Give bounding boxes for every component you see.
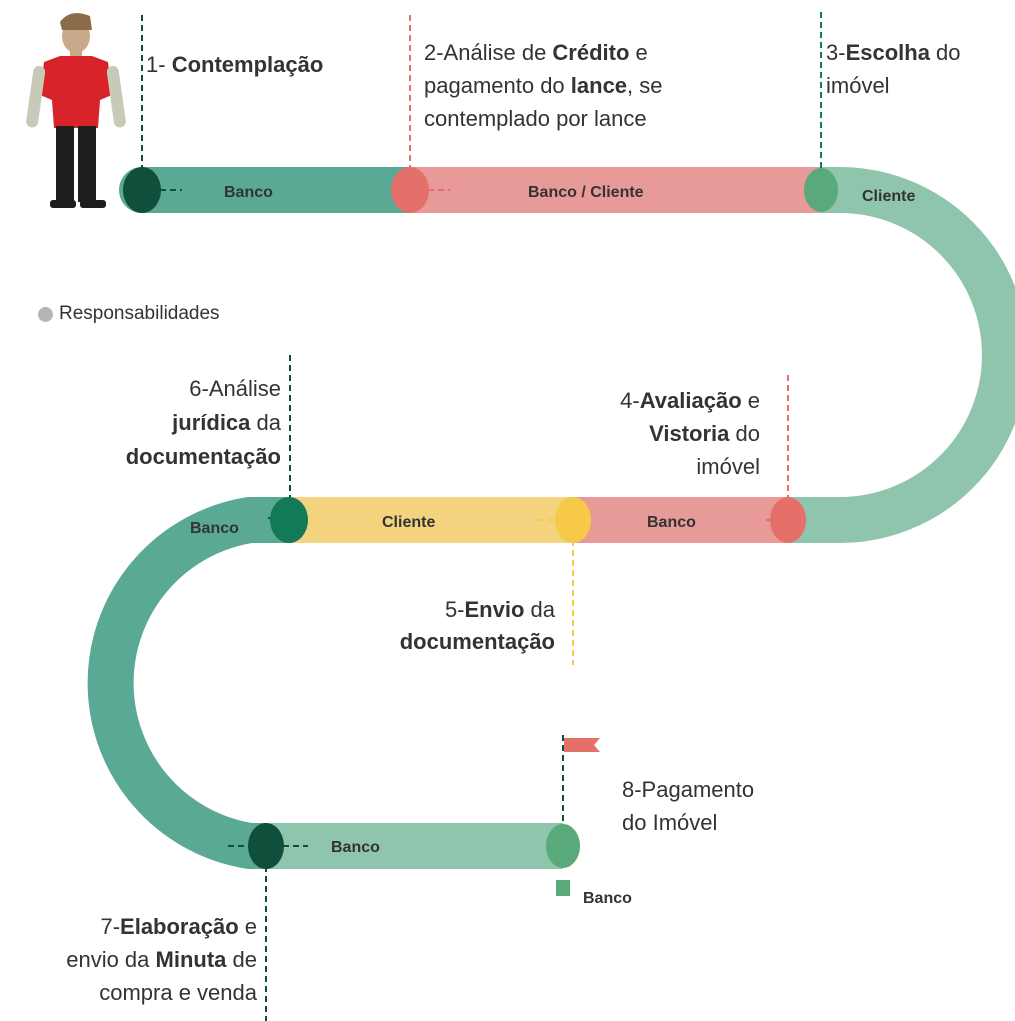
step-2-label: 2-Análise de Crédito e pagamento do lanc… <box>424 40 663 131</box>
segment-3-label: Cliente <box>862 188 916 205</box>
milestone-5-dot <box>555 497 591 543</box>
segment-5-label: Cliente <box>382 514 436 531</box>
segment-8-label: Banco <box>583 890 632 907</box>
segment-6-label: Banco <box>190 520 239 537</box>
milestone-4-dot <box>770 497 806 543</box>
step-8-label: 8-Pagamento do Imóvel <box>622 777 755 835</box>
legend-dot <box>38 306 53 322</box>
milestone-2-dot <box>391 167 429 213</box>
step-4-label: 4-Avaliação e Vistoria do imóvel <box>620 388 760 479</box>
step-1-label: 1- Contemplação <box>146 52 324 77</box>
legend-label: Responsabilidades <box>59 303 220 324</box>
step-5-label: 5-Envio da documentação <box>399 597 555 654</box>
person-icon <box>26 13 126 208</box>
step-7-label: 7-Elaboração e envio da Minuta de compra… <box>66 914 257 1005</box>
milestone-1-dot <box>123 167 161 213</box>
finish-flag-icon <box>564 738 600 752</box>
step-3-label: 3-Escolha do imóvel <box>826 40 961 98</box>
segment-7-label: Banco <box>331 839 380 856</box>
milestone-6-dot <box>270 497 308 543</box>
milestone-7-dot <box>248 823 284 869</box>
segment-4-label: Banco <box>647 514 696 531</box>
end-marker <box>556 880 570 896</box>
segment-6-bar <box>87 497 288 869</box>
segment-3-bar <box>788 167 1015 543</box>
milestone-8-dot <box>546 824 580 868</box>
segment-2-label: Banco / Cliente <box>528 184 644 201</box>
step-6-label: 6-Análise jurídica da documentação <box>125 376 281 469</box>
legend: Responsabilidades <box>38 303 220 325</box>
milestone-3-dot <box>804 168 838 212</box>
segment-1-label: Banco <box>224 184 273 201</box>
